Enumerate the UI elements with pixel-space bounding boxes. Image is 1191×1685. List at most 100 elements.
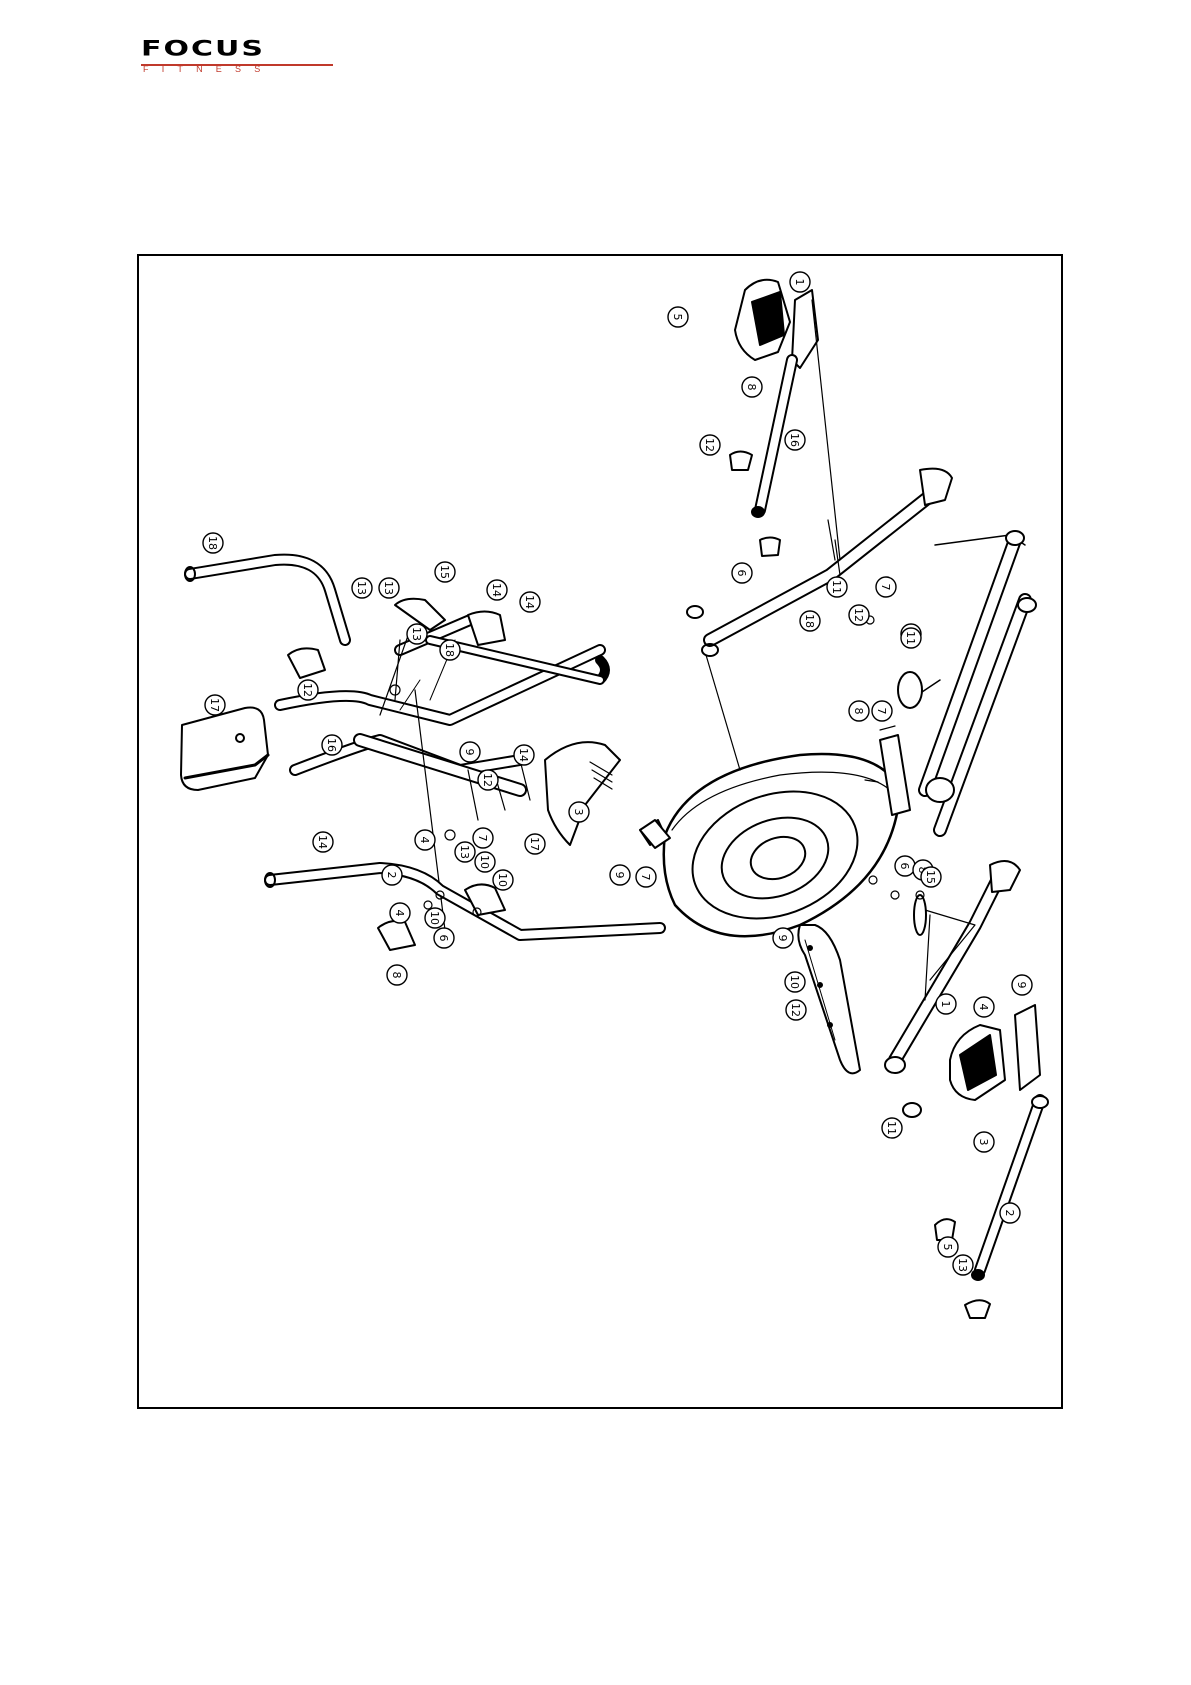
part-callout-label: 4 bbox=[418, 837, 431, 844]
part-callout: 7 bbox=[473, 828, 493, 848]
part-callout: 17 bbox=[525, 834, 545, 854]
part-callout-label: 2 bbox=[385, 872, 398, 879]
brackets-upper bbox=[288, 599, 505, 678]
part-callout-label: 8 bbox=[390, 972, 403, 979]
part-callout: 6 bbox=[732, 563, 752, 583]
part-callout: 15 bbox=[435, 562, 455, 582]
part-callout-label: 3 bbox=[572, 809, 585, 816]
part-callout-label: 8 bbox=[852, 708, 865, 715]
part-callout-label: 18 bbox=[803, 614, 816, 628]
part-callout-label: 10 bbox=[478, 855, 491, 869]
part-callout: 4 bbox=[974, 997, 994, 1017]
part-callout: 1 bbox=[936, 994, 956, 1014]
cover-shroud bbox=[545, 742, 620, 845]
part-callout-label: 9 bbox=[1015, 982, 1028, 989]
part-callout: 14 bbox=[520, 592, 540, 612]
part-callout-label: 7 bbox=[639, 874, 652, 881]
part-callout: 12 bbox=[478, 770, 498, 790]
part-callout-label: 15 bbox=[438, 565, 451, 579]
part-callout: 13 bbox=[379, 578, 399, 598]
part-callout: 3 bbox=[569, 802, 589, 822]
part-callout: 9 bbox=[460, 742, 480, 762]
part-callout: 10 bbox=[493, 870, 513, 890]
part-callout-label: 12 bbox=[301, 683, 314, 697]
part-callout: 12 bbox=[298, 680, 318, 700]
part-callout: 9 bbox=[1012, 975, 1032, 995]
rear-stabilizer bbox=[898, 531, 1036, 830]
part-callout: 14 bbox=[487, 580, 507, 600]
part-callout: 7 bbox=[636, 867, 656, 887]
part-callout: 14 bbox=[514, 745, 534, 765]
part-callout-label: 7 bbox=[875, 708, 888, 715]
part-callout: 17 bbox=[205, 695, 225, 715]
part-callout-label: 12 bbox=[703, 438, 716, 452]
part-callout: 6 bbox=[895, 856, 915, 876]
part-callout: 11 bbox=[901, 628, 921, 648]
part-callout-label: 14 bbox=[523, 595, 536, 609]
front-stabilizer bbox=[798, 925, 860, 1073]
part-callout-label: 9 bbox=[463, 749, 476, 756]
part-callout: 10 bbox=[785, 972, 805, 992]
part-callout: 18 bbox=[203, 533, 223, 553]
part-callout-label: 12 bbox=[789, 1003, 802, 1017]
part-callout-label: 13 bbox=[355, 581, 368, 595]
part-callout: 8 bbox=[387, 965, 407, 985]
part-callout-label: 2 bbox=[1003, 1210, 1016, 1217]
part-callout-label: 13 bbox=[410, 627, 423, 641]
part-callout-label: 9 bbox=[776, 935, 789, 942]
part-callout: 15 bbox=[921, 867, 941, 887]
part-callout: 16 bbox=[322, 735, 342, 755]
part-callout-label: 4 bbox=[977, 1004, 990, 1011]
part-callout-label: 7 bbox=[879, 584, 892, 591]
part-callout: 4 bbox=[415, 830, 435, 850]
part-callout: 11 bbox=[882, 1118, 902, 1138]
part-callout-label: 13 bbox=[382, 581, 395, 595]
part-callout-label: 1 bbox=[793, 279, 806, 286]
part-callout: 7 bbox=[872, 701, 892, 721]
part-callout-label: 5 bbox=[671, 314, 684, 321]
part-callout-label: 17 bbox=[528, 837, 541, 851]
handlebar-lower-left bbox=[265, 640, 660, 935]
part-callout-label: 9 bbox=[613, 872, 626, 879]
part-callout-label: 6 bbox=[735, 570, 748, 577]
console-unit bbox=[181, 708, 268, 791]
part-callout-label: 11 bbox=[885, 1121, 898, 1135]
part-callout: 9 bbox=[773, 928, 793, 948]
part-callout: 8 bbox=[742, 377, 762, 397]
part-callout-label: 16 bbox=[325, 738, 338, 752]
part-callout: 5 bbox=[668, 307, 688, 327]
part-callout-label: 8 bbox=[745, 384, 758, 391]
part-callout-label: 14 bbox=[316, 835, 329, 849]
part-callout-label: 18 bbox=[443, 643, 456, 657]
part-callout: 13 bbox=[953, 1255, 973, 1275]
part-callout-label: 12 bbox=[852, 608, 865, 622]
part-callout-label: 14 bbox=[517, 748, 530, 762]
part-callout: 3 bbox=[974, 1132, 994, 1152]
part-callout-label: 14 bbox=[490, 583, 503, 597]
part-callout: 10 bbox=[425, 908, 445, 928]
part-callout-label: 11 bbox=[904, 631, 917, 645]
part-callout-label: 10 bbox=[428, 911, 441, 925]
part-callout-label: 13 bbox=[458, 845, 471, 859]
part-callout-label: 11 bbox=[830, 580, 843, 594]
part-callout-label: 5 bbox=[941, 1244, 954, 1251]
part-callout: 1 bbox=[790, 272, 810, 292]
part-callout-label: 10 bbox=[496, 873, 509, 887]
part-callout: 8 bbox=[849, 701, 869, 721]
part-callout: 13 bbox=[455, 842, 475, 862]
part-callout: 5 bbox=[938, 1237, 958, 1257]
part-callout: 13 bbox=[352, 578, 372, 598]
pedal-assembly-upper bbox=[730, 280, 840, 560]
part-callout-label: 7 bbox=[476, 835, 489, 842]
part-callout: 6 bbox=[434, 928, 454, 948]
part-callout-label: 16 bbox=[788, 433, 801, 447]
part-callout: 9 bbox=[610, 865, 630, 885]
part-callout: 11 bbox=[827, 577, 847, 597]
part-callout-label: 6 bbox=[437, 935, 450, 942]
part-callout: 12 bbox=[700, 435, 720, 455]
part-callout: 13 bbox=[407, 624, 427, 644]
part-callout: 14 bbox=[313, 832, 333, 852]
part-callout-label: 10 bbox=[788, 975, 801, 989]
